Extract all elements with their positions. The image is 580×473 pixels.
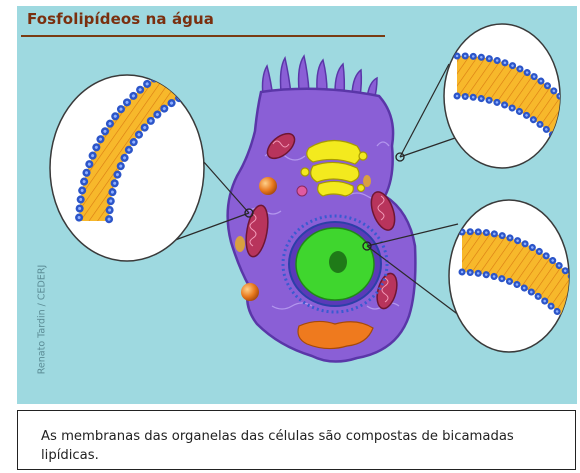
vesicle [235,236,245,252]
lysosome [259,177,277,195]
vesicle [297,186,307,196]
lysosome [241,283,259,301]
zoom-bilayer-bottom-right [449,200,573,352]
animal-cell [228,56,416,362]
nucleolus [329,251,347,273]
zoom-bilayer-left [50,46,257,261]
image-credit: Renato Tardin / CEDERJ [37,255,48,385]
caption-text: As membranas das organelas das células s… [41,427,561,465]
figure-panel: Fosfolipídeos na água [17,6,577,404]
caption-box: As membranas das organelas das células s… [17,410,576,470]
cell-membrane-illustration [17,6,577,404]
vesicle [363,175,371,187]
zoom-bilayer-top-right [444,24,565,168]
